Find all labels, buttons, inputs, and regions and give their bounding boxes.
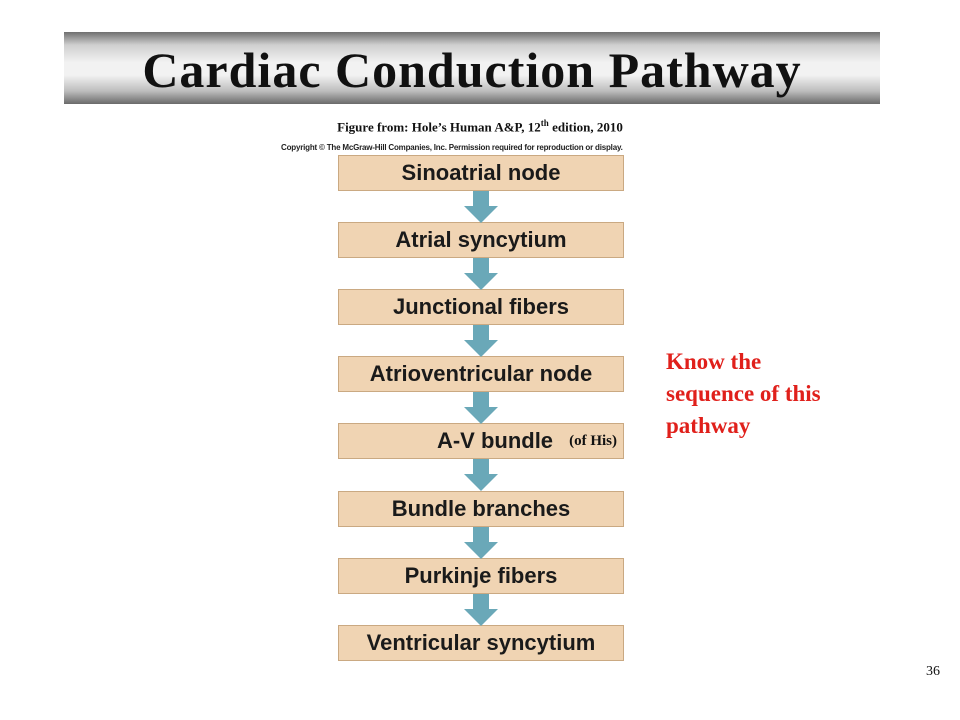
- step-label: Ventricular syncytium: [366, 630, 596, 655]
- credit-prefix: Figure from: Hole’s Human A&P, 12: [337, 119, 541, 135]
- arrow-down-icon: [464, 191, 498, 223]
- credit-superscript: th: [540, 118, 549, 128]
- step-sinoatrial-node: Sinoatrial node: [338, 155, 624, 191]
- note-line: pathway: [666, 413, 751, 438]
- step-bundle-branches: Bundle branches: [338, 491, 624, 527]
- study-note: Know the sequence of this pathway: [666, 346, 906, 442]
- step-label: Junctional fibers: [392, 294, 570, 319]
- step-label: Bundle branches: [391, 496, 571, 521]
- figure-credit: Figure from: Hole’s Human A&P, 12th edit…: [0, 118, 960, 135]
- arrow-down-icon: [464, 325, 498, 357]
- arrow-down-icon: [464, 459, 498, 491]
- step-av-bundle: A-V bundle (of His): [338, 423, 624, 459]
- step-junctional-fibers: Junctional fibers: [338, 289, 624, 325]
- step-label: A-V bundle: [436, 428, 554, 453]
- step-ventricular-syncytium: Ventricular syncytium: [338, 625, 624, 661]
- arrow-down-icon: [464, 594, 498, 626]
- credit-suffix: edition, 2010: [548, 119, 623, 135]
- step-atrial-syncytium: Atrial syncytium: [338, 222, 624, 258]
- arrow-down-icon: [464, 258, 498, 290]
- title-bar: Cardiac Conduction Pathway: [64, 32, 880, 104]
- step-atrioventricular-node: Atrioventricular node: [338, 356, 624, 392]
- step-purkinje-fibers: Purkinje fibers: [338, 558, 624, 594]
- his-note: (of His): [569, 433, 617, 449]
- arrow-down-icon: [464, 392, 498, 424]
- arrow-down-icon: [464, 527, 498, 559]
- step-label: Atrioventricular node: [369, 361, 593, 386]
- note-line: Know the: [666, 349, 762, 374]
- page-number: 36: [926, 664, 940, 679]
- step-label: Atrial syncytium: [395, 227, 567, 252]
- step-label: Purkinje fibers: [404, 563, 558, 588]
- slide-title: Cardiac Conduction Pathway: [142, 42, 802, 98]
- copyright-notice: Copyright © The McGraw-Hill Companies, I…: [281, 143, 623, 152]
- step-label: Sinoatrial node: [401, 160, 561, 185]
- note-line: sequence of this: [666, 381, 821, 406]
